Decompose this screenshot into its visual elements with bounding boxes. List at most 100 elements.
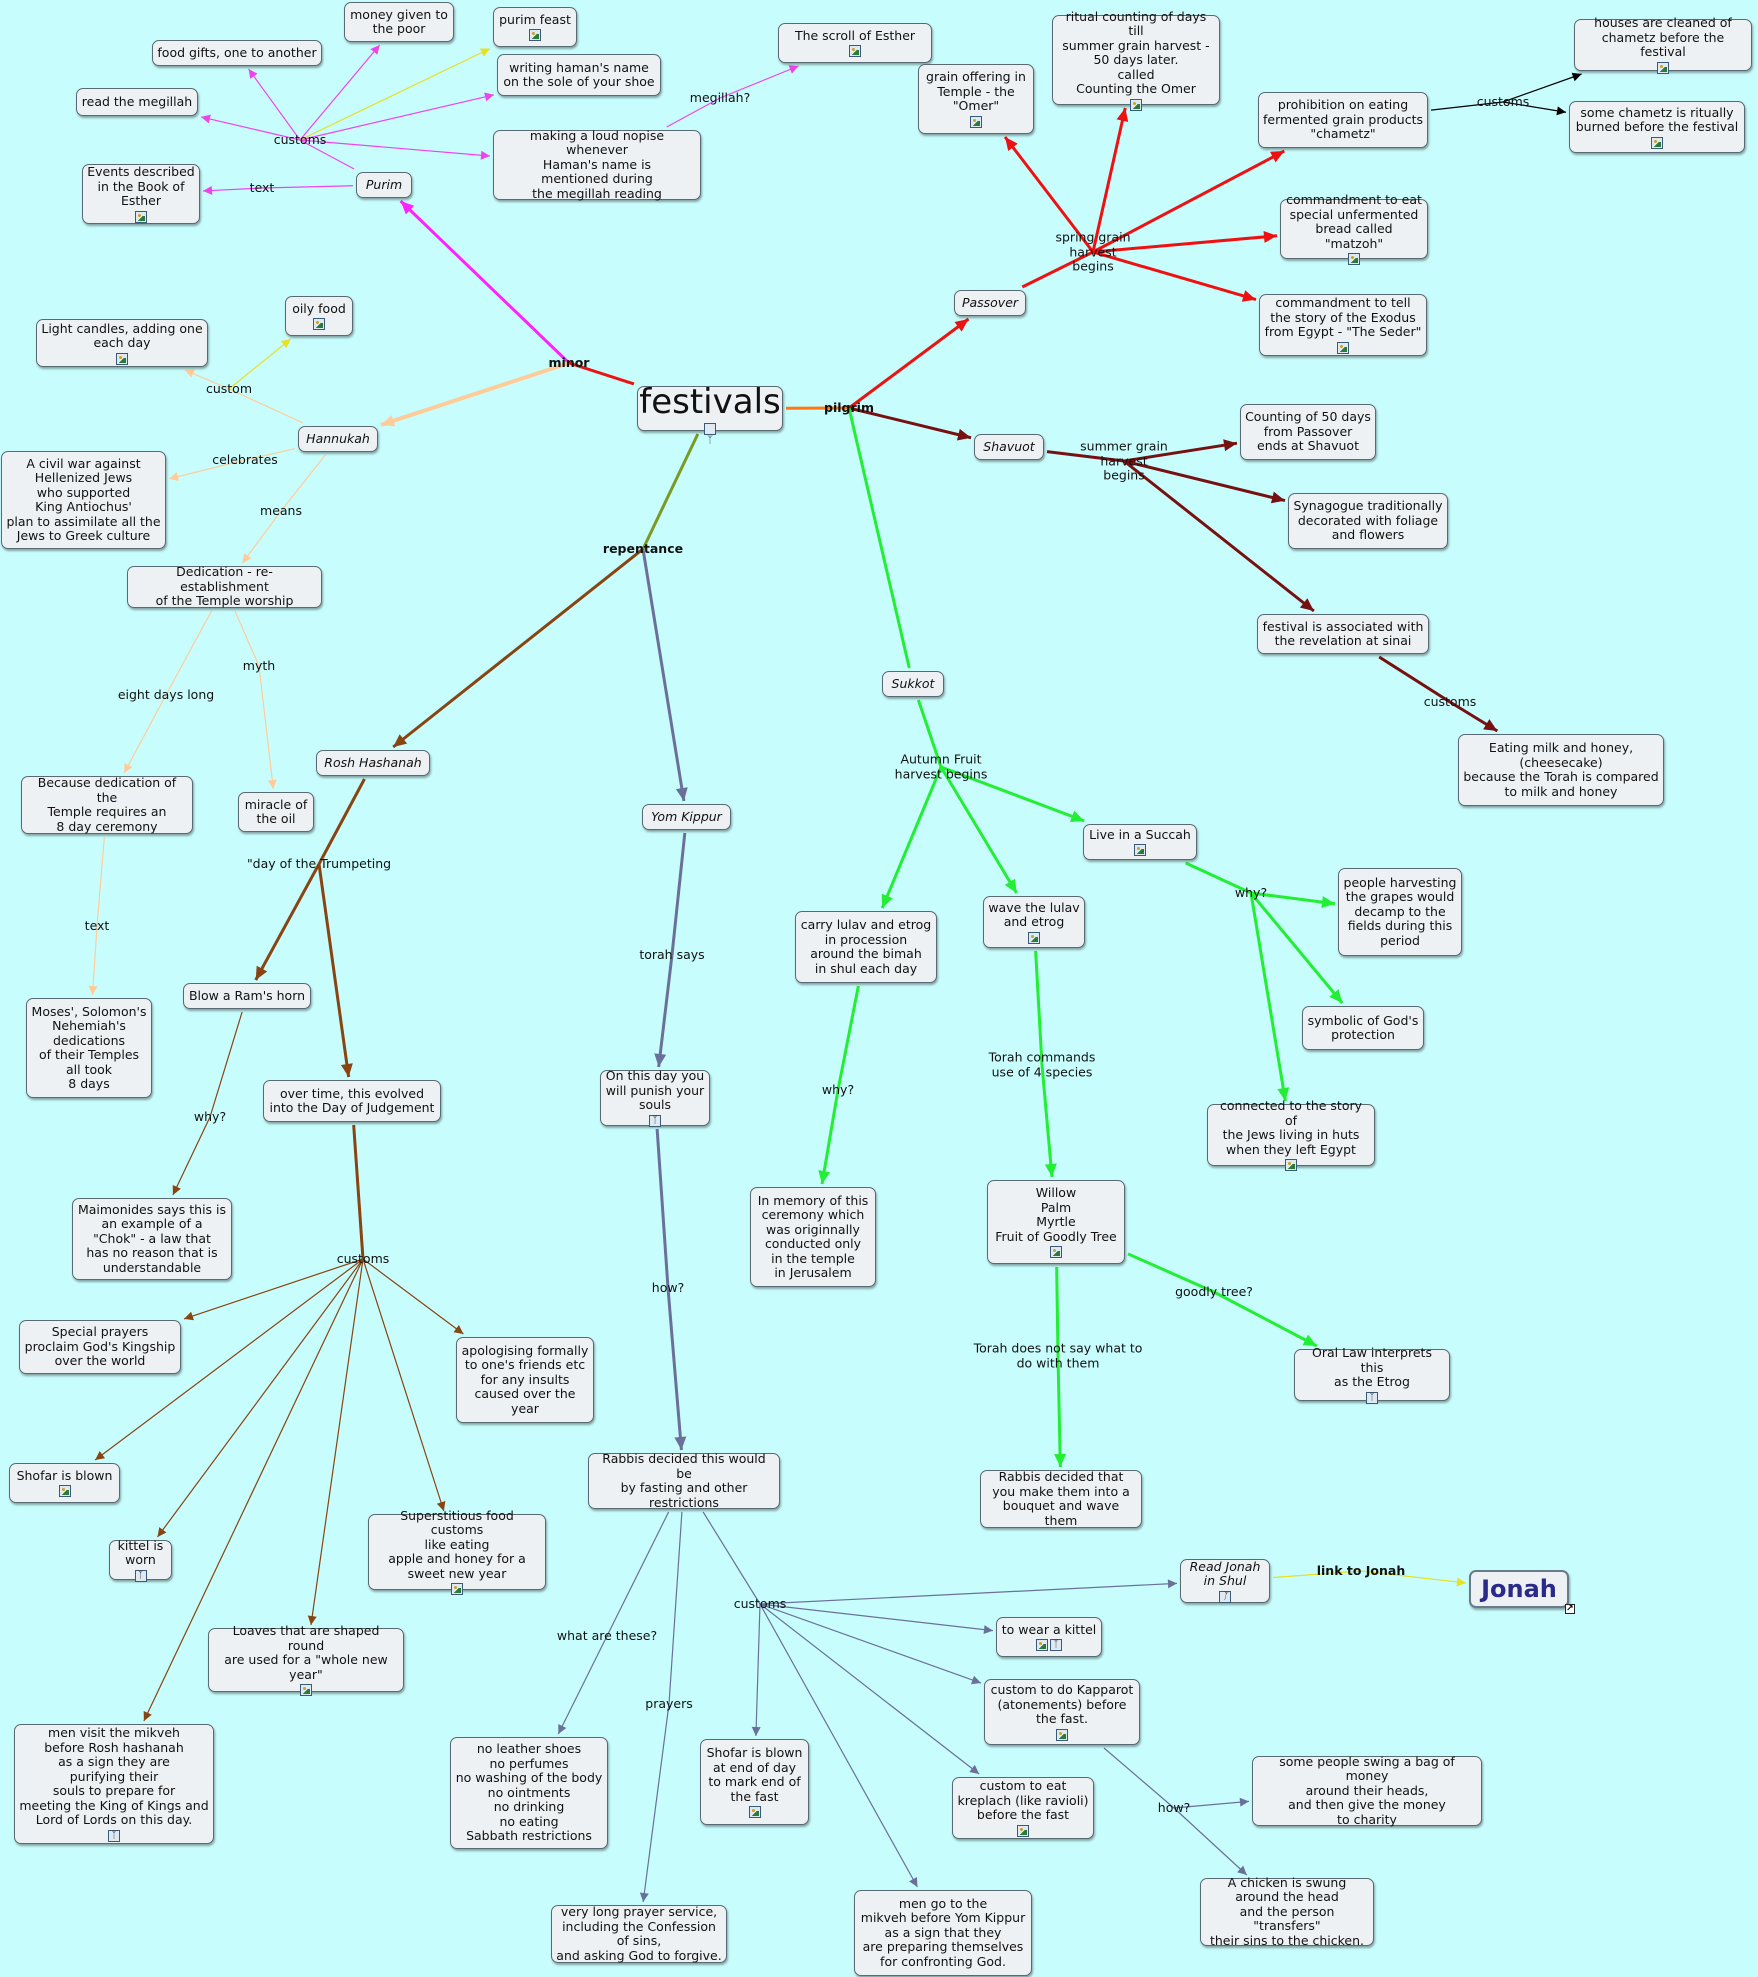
- concept-node-symbolic-protection[interactable]: symbolic of God's protection: [1302, 1006, 1424, 1050]
- image-icon[interactable]: [135, 210, 147, 223]
- concept-node-kapparot[interactable]: custom to do Kapparot (atonements) befor…: [984, 1679, 1140, 1745]
- concept-node-revelation-sinai[interactable]: festival is associated with the revelati…: [1257, 614, 1429, 654]
- image-icon[interactable]: [300, 1684, 312, 1696]
- concept-node-maimonides[interactable]: Maimonides says this is an example of a …: [72, 1198, 232, 1280]
- concept-node-jonah[interactable]: Jonah: [1469, 1570, 1575, 1617]
- concept-node-people-harvesting[interactable]: people harvesting the grapes would decam…: [1338, 868, 1462, 956]
- node-icons: [135, 209, 147, 223]
- concept-node-read-megillah[interactable]: read the megillah: [76, 88, 198, 116]
- concept-node-counting-50[interactable]: Counting of 50 days from Passover ends a…: [1240, 404, 1376, 460]
- image-icon[interactable]: [1285, 1159, 1297, 1171]
- concept-node-because-dedication[interactable]: Because dedication of the Temple require…: [21, 775, 193, 834]
- image-icon[interactable]: [1050, 1246, 1062, 1258]
- concept-node-light-candles[interactable]: Light candles, adding one each day: [36, 319, 208, 367]
- concept-node-seder[interactable]: commandment to tell the story of the Exo…: [1259, 294, 1427, 356]
- concept-node-rabbis-fasting[interactable]: Rabbis decided this would be by fasting …: [588, 1451, 780, 1509]
- concept-node-rabbis-bouquet[interactable]: Rabbis decided that you make them into a…: [980, 1469, 1142, 1528]
- image-icon[interactable]: [116, 352, 128, 365]
- concept-node-chametz-burned[interactable]: some chametz is ritually burned before t…: [1569, 101, 1745, 153]
- concept-node-money-poor[interactable]: money given to the poor: [344, 2, 454, 42]
- concept-node-passover[interactable]: Passover: [954, 290, 1026, 316]
- people-icon[interactable]: [108, 1829, 120, 1843]
- image-icon[interactable]: [748, 1806, 761, 1818]
- image-icon[interactable]: [1657, 61, 1669, 74]
- concept-node-purim-feast[interactable]: purim feast: [493, 7, 577, 47]
- concept-node-festivals[interactable]: festivals: [637, 383, 783, 460]
- concept-node-moses-solomon[interactable]: Moses', Solomon's Nehemiah's dedications…: [26, 998, 152, 1098]
- concept-node-miracle-oil[interactable]: miracle of the oil: [238, 792, 314, 832]
- concept-node-apologising[interactable]: apologising formally to one's friends et…: [456, 1337, 594, 1423]
- concept-node-mikveh-yk[interactable]: men go to the mikveh before Yom Kippur a…: [854, 1890, 1032, 1976]
- concept-node-prohibition[interactable]: prohibition on eating fermented grain pr…: [1258, 92, 1428, 148]
- image-icon[interactable]: [849, 45, 861, 58]
- concept-node-no-leather[interactable]: no leather shoes no perfumes no washing …: [450, 1737, 608, 1849]
- concept-node-loaves-round[interactable]: Loaves that are shaped round are used fo…: [208, 1623, 404, 1696]
- image-icon[interactable]: [1056, 1728, 1068, 1741]
- concept-node-scroll-esther[interactable]: The scroll of Esther: [778, 23, 932, 63]
- concept-node-purim[interactable]: Purim: [356, 172, 412, 198]
- concept-node-carry-lulav[interactable]: carry lulav and etrog in procession arou…: [795, 911, 937, 983]
- concept-node-writing-haman[interactable]: writing haman's name on the sole of your…: [497, 54, 661, 96]
- concept-node-four-species[interactable]: Willow Palm Myrtle Fruit of Goodly Tree: [987, 1180, 1125, 1264]
- concept-node-dedication[interactable]: Dedication - re-establishment of the Tem…: [127, 565, 322, 608]
- concept-node-in-memory[interactable]: In memory of this ceremony which was ori…: [750, 1187, 876, 1287]
- image-icon[interactable]: [451, 1583, 463, 1596]
- concept-node-chicken[interactable]: A chicken is swung around the head and t…: [1200, 1875, 1374, 1947]
- image-icon[interactable]: [313, 318, 325, 331]
- concept-node-loud-noise[interactable]: making a loud nopise whenever Haman's na…: [493, 128, 701, 200]
- image-icon[interactable]: [529, 29, 541, 42]
- concept-node-shavuot[interactable]: Shavuot: [974, 434, 1044, 460]
- concept-node-day-judgement[interactable]: over time, this evolved into the Day of …: [263, 1080, 441, 1122]
- image-icon[interactable]: [1348, 253, 1360, 265]
- concept-node-wave-lulav[interactable]: wave the lulav and etrog: [983, 896, 1085, 948]
- image-icon[interactable]: [58, 1485, 71, 1498]
- concept-node-live-succah[interactable]: Live in a Succah: [1083, 824, 1197, 860]
- link-label-eight-days: eight days long: [117, 686, 215, 702]
- concept-node-special-prayers[interactable]: Special prayers proclaim God's Kingship …: [19, 1320, 181, 1374]
- concept-node-superstitious[interactable]: Superstitious food customs like eating a…: [368, 1508, 546, 1596]
- concept-node-yom-kippur[interactable]: Yom Kippur: [642, 804, 731, 830]
- image-icon[interactable]: [1651, 136, 1663, 149]
- image-icon[interactable]: [1036, 1639, 1048, 1652]
- image-icon[interactable]: [1337, 341, 1349, 354]
- concept-node-swing-money[interactable]: some people swing a bag of money around …: [1252, 1754, 1482, 1826]
- concept-node-punish-souls[interactable]: On this day you will punish your souls: [600, 1069, 710, 1128]
- concept-node-rosh-hashanah[interactable]: Rosh Hashanah: [316, 750, 430, 776]
- people-icon[interactable]: [1219, 1590, 1231, 1604]
- people-icon[interactable]: [1050, 1638, 1062, 1653]
- arrow-link-icon[interactable]: [1565, 1602, 1575, 1617]
- image-icon[interactable]: [1028, 931, 1040, 944]
- image-icon[interactable]: [1130, 98, 1142, 111]
- people-icon[interactable]: [134, 1569, 147, 1583]
- concept-node-oral-law[interactable]: Oral Law interprets this as the Etrog: [1294, 1346, 1450, 1405]
- concept-node-synagogue-foliage[interactable]: Synagogue traditionally decorated with f…: [1288, 493, 1448, 549]
- concept-node-kreplach[interactable]: custom to eat kreplach (like ravioli) be…: [952, 1777, 1094, 1839]
- concept-node-kittel-worn[interactable]: kittel is worn: [109, 1538, 172, 1583]
- concept-node-ritual-counting[interactable]: ritual counting of days till summer grai…: [1052, 9, 1220, 111]
- concept-node-food-gifts[interactable]: food gifts, one to another: [152, 40, 322, 66]
- concept-node-rams-horn[interactable]: Blow a Ram's horn: [183, 983, 311, 1009]
- concept-node-shofar-end[interactable]: Shofar is blown at end of day to mark en…: [700, 1739, 809, 1825]
- people-icon[interactable]: [1366, 1391, 1378, 1405]
- image-icon[interactable]: [970, 115, 982, 128]
- concept-node-houses-cleaned[interactable]: houses are cleaned of chametz before the…: [1574, 16, 1752, 74]
- people-icon[interactable]: [649, 1114, 661, 1128]
- concept-node-read-jonah[interactable]: Read Jonah in Shul: [1180, 1559, 1270, 1604]
- concept-node-wear-kittel[interactable]: to wear a kittel: [996, 1617, 1102, 1657]
- people-icon[interactable]: [704, 422, 716, 460]
- concept-node-text: Because dedication of the Temple require…: [37, 775, 177, 834]
- concept-node-matzoh[interactable]: commandment to eat special unfermented b…: [1280, 192, 1428, 265]
- concept-node-civil-war[interactable]: A civil war against Hellenized Jews who …: [1, 451, 166, 549]
- concept-node-oily-food[interactable]: oily food: [285, 296, 353, 336]
- concept-node-milk-honey[interactable]: Eating milk and honey, (cheesecake) beca…: [1458, 734, 1664, 806]
- concept-node-story-huts[interactable]: connected to the story of the Jews livin…: [1207, 1098, 1375, 1171]
- concept-node-events-esther[interactable]: Events described in the Book of Esther: [82, 164, 200, 224]
- concept-node-sukkot[interactable]: Sukkot: [882, 671, 944, 697]
- concept-node-long-prayer[interactable]: very long prayer service, including the …: [551, 1904, 727, 1963]
- image-icon[interactable]: [1134, 844, 1146, 857]
- concept-node-mikveh-rosh[interactable]: men visit the mikveh before Rosh hashana…: [14, 1724, 214, 1844]
- image-icon[interactable]: [1017, 1824, 1029, 1837]
- concept-node-shofar-blown[interactable]: Shofar is blown: [9, 1463, 120, 1503]
- concept-node-grain-offering[interactable]: grain offering in Temple - the "Omer": [918, 64, 1034, 134]
- concept-node-hannukah[interactable]: Hannukah: [298, 426, 378, 452]
